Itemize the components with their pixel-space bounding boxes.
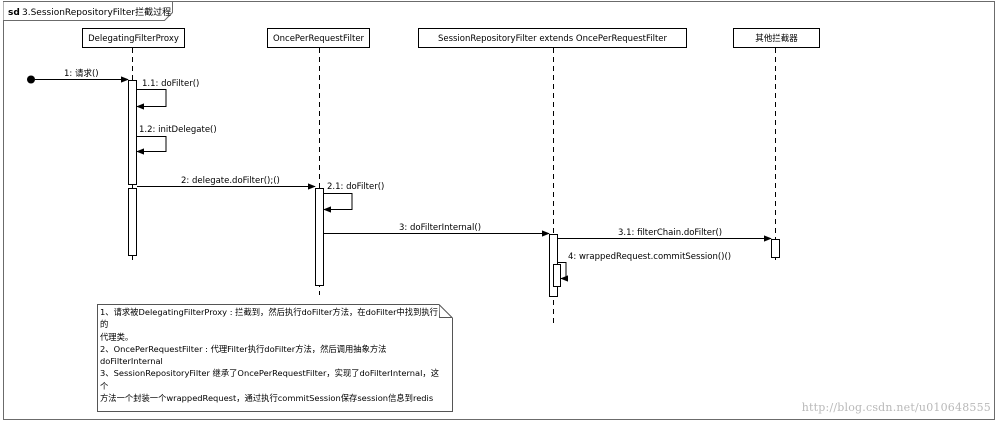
msg-2-1-label: 2.1: doFilter() (327, 182, 384, 192)
participant-label-delegating: DelegatingFilterProxy (88, 34, 179, 44)
msg-4-arrow (558, 262, 569, 282)
msg-3-label: 3: doFilterInternal() (399, 223, 481, 233)
activation-onceper (315, 188, 324, 286)
note-line: doFilterInternal (100, 356, 163, 367)
note-box (97, 304, 453, 412)
activation-bars (128, 80, 780, 297)
msg-4-label: 4: wrappedRequest.commitSession()() (568, 252, 731, 262)
note-line: 3、SessionRepositoryFilter 继承了OncePerRequ… (100, 368, 440, 391)
msg-1-2-arrow (136, 136, 167, 155)
participant-box-session (418, 28, 687, 48)
activation-delegating-1 (128, 80, 137, 185)
msg-1-label: 1: 请求() (64, 68, 99, 79)
note-text: 1、请求被DelegatingFilterProxy : 拦截到，然后执行doF… (100, 306, 445, 404)
note-line: 代理类。 (100, 331, 134, 342)
activation-session-2 (553, 264, 561, 287)
note-line: 1、请求被DelegatingFilterProxy : 拦截到，然后执行doF… (100, 307, 438, 330)
activation-delegating-2 (128, 188, 137, 256)
msg-1-1-arrow (136, 89, 167, 110)
watermark-url: http://blog.csdn.net/u010648555 (801, 401, 991, 414)
participant-label-session: SessionRepositoryFilter extends OncePerR… (438, 34, 668, 44)
note-line: 方法一个封装一个wrappedRequest，通过执行commitSession… (100, 393, 434, 404)
activation-others (771, 239, 780, 258)
msg-1-2-label: 1.2: initDelegate() (139, 125, 217, 135)
start-dot (27, 75, 35, 84)
participant-box-others (733, 28, 820, 48)
note-fold-corner (439, 304, 453, 318)
participant-label-onceper: OncePerRequestFilter (273, 34, 365, 44)
note-line: 2、OncePerRequestFilter : 代理Filter执行doFil… (100, 343, 387, 354)
participant-boxes (82, 28, 820, 48)
participant-box-onceper (267, 28, 370, 48)
lifelines (132, 48, 776, 325)
frame-title: 3.SessionRepositoryFilter拦截过程 (22, 6, 171, 18)
msg-1-1-label: 1.1: doFilter() (142, 79, 199, 89)
frame-title-tab (3, 1, 173, 21)
msg-2-1-arrow (323, 193, 353, 213)
frame-prefix: sd (8, 8, 20, 18)
msg-2-label: 2: delegate.doFilter();() (181, 176, 280, 186)
participant-label-others: 其他拦截器 (755, 33, 798, 44)
frame-border (3, 1, 995, 420)
participant-box-delegating (82, 28, 185, 48)
msg-3-1-label: 3.1: filterChain.doFilter() (618, 228, 722, 238)
